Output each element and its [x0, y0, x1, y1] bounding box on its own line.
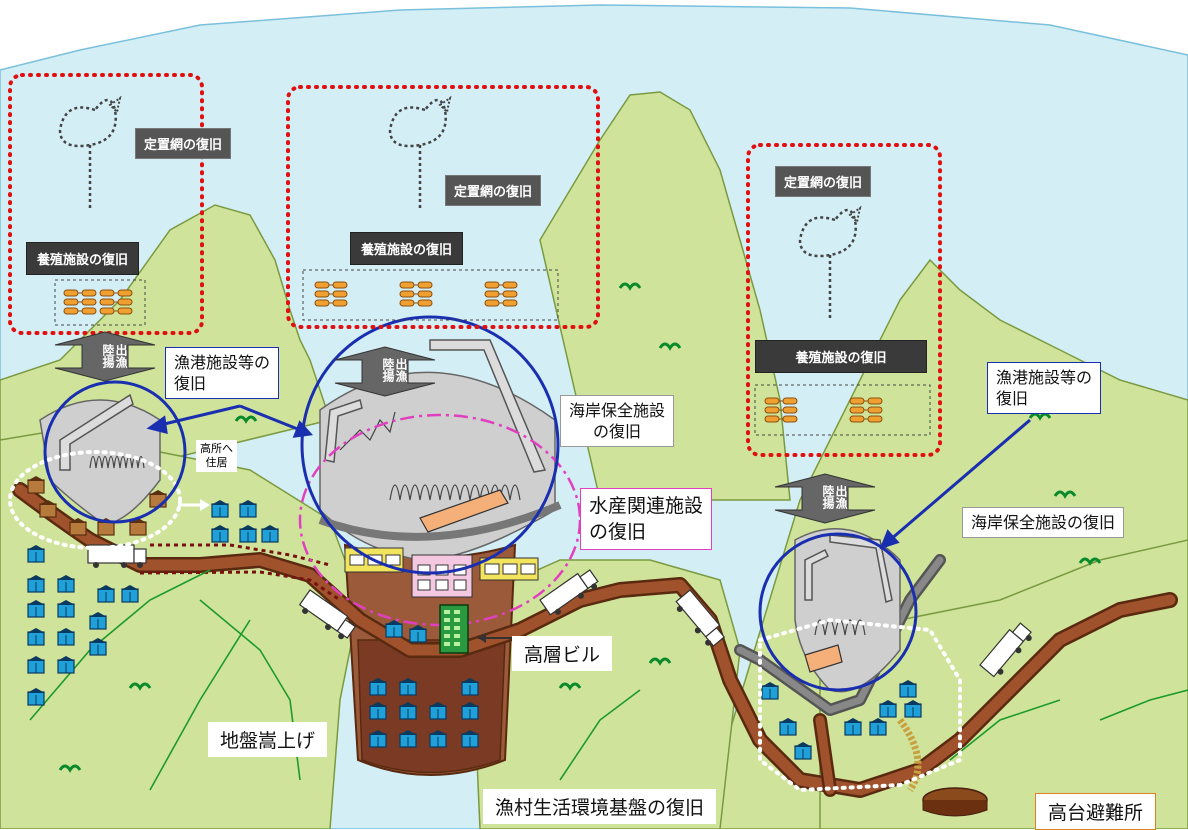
shutsugyo-text: 出漁 — [114, 344, 128, 368]
landing-label-3: 陸揚出漁 — [808, 485, 860, 512]
harbor-restoration-label-right: 漁港施設等の 復旧 — [987, 362, 1102, 414]
fishery-label-line-2: の復旧 — [589, 521, 647, 543]
harbor-restoration-label-left: 漁港施設等の 復旧 — [165, 347, 280, 399]
coastal-label-line-2: の復旧 — [593, 422, 642, 441]
coastal-facility-label-right: 海岸保全施設の復旧 — [962, 507, 1125, 538]
fixed-net-label-1: 定置網の復旧 — [135, 128, 232, 159]
rikuage-text: 陸揚 — [821, 485, 835, 509]
evacuation-site-label: 高台避難所 — [1035, 793, 1157, 830]
building-icon — [439, 604, 469, 654]
landing-label-1: 陸揚出漁 — [88, 344, 140, 371]
harbor-label-line-1: 漁港施設等の — [996, 368, 1093, 387]
shutsugyo-text: 出漁 — [394, 358, 408, 382]
jukyo-text: 住居 — [205, 456, 228, 469]
high-rise-building-label: 高層ビル — [512, 636, 613, 671]
harbor-label-line-2: 復旧 — [174, 374, 207, 393]
callout-arrows — [146, 404, 1031, 550]
fixed-net-label-3: 定置網の復旧 — [775, 166, 872, 197]
kosho-he-text: 高所へ — [200, 442, 233, 455]
aquaculture-label-2: 養殖施設の復旧 — [350, 232, 464, 265]
offshore-frames — [8, 73, 942, 457]
fishery-label-line-1: 水産関連施設 — [589, 495, 704, 517]
aquaculture-label-1: 養殖施設の復旧 — [26, 242, 140, 275]
aquaculture-label-3: 養殖施設の復旧 — [755, 340, 927, 373]
rikuage-text: 陸揚 — [101, 344, 115, 368]
coastal-label-line-1: 海岸保全施設 — [569, 401, 666, 420]
harbor-label-line-2: 復旧 — [996, 389, 1029, 408]
harbor-circles — [43, 315, 918, 692]
harbor-label-line-1: 漁港施設等の — [174, 353, 271, 372]
aquaculture-raft-icons — [54, 269, 931, 436]
coastal-facility-label-center: 海岸保全施設 の復旧 — [560, 395, 675, 447]
rikuage-text: 陸揚 — [381, 358, 395, 382]
fixed-net-label-2: 定置網の復旧 — [445, 175, 542, 206]
village-infrastructure-label: 漁村生活環境基盤の復旧 — [483, 789, 717, 824]
factory-buildings — [344, 547, 539, 598]
ground-raising-label: 地盤嵩上げ — [208, 722, 328, 757]
move-uphill-label: 高所へ 住居 — [196, 440, 237, 472]
fishery-facility-label: 水産関連施設 の復旧 — [580, 488, 713, 550]
landing-label-2: 陸揚出漁 — [368, 358, 420, 385]
shutsugyo-text: 出漁 — [834, 485, 848, 509]
landing-departure-arrows — [54, 331, 876, 524]
